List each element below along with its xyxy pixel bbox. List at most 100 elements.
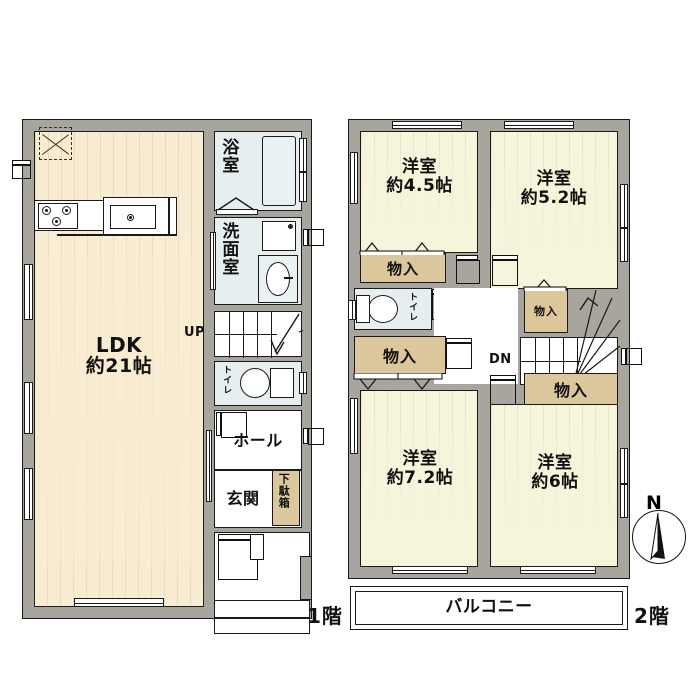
label-closet-lower-right: 物入 [553, 381, 588, 400]
door-5_2-swing [492, 260, 518, 286]
ldk-entry-partition [206, 430, 212, 502]
hallway-2f [434, 288, 518, 384]
washing-machine-knob-icon [288, 224, 293, 229]
swing-arc [456, 260, 480, 284]
swing-arc [492, 260, 518, 286]
swing-arc [446, 343, 472, 369]
ldk-door-nw-swing [12, 165, 31, 179]
stove-burner-3-icon [52, 217, 61, 226]
entrance-door-panel [250, 534, 264, 560]
label-hall-text: ホール [233, 431, 283, 450]
door-5_2-leaf [492, 255, 518, 260]
bathroom-window-east-2 [299, 172, 307, 202]
hall-east-door-swing [308, 428, 324, 445]
window-n-5_2 [504, 121, 574, 129]
compass-north-label: N [646, 492, 662, 514]
kitchen-vent-box-icon [39, 127, 72, 160]
door-7_2-leaf [446, 338, 472, 343]
ldk-door-nw-leaf [12, 160, 31, 165]
stair-east-door-swing [626, 348, 642, 365]
label-line2: 約6帖 [531, 472, 579, 493]
swing-arc [308, 428, 324, 445]
balcony [350, 586, 628, 630]
hall-door-leaf [216, 412, 221, 436]
washroom-door-swing [308, 229, 324, 246]
label-balcony: バルコニー [350, 597, 628, 617]
ldk-window-west-2 [24, 382, 33, 434]
bathroom-door-bar [216, 209, 258, 215]
door-6-leaf [490, 375, 516, 380]
window-e-6-b [620, 484, 628, 518]
door-4_5-swing [456, 260, 480, 284]
door-4_5-leaf [456, 255, 478, 260]
label-western-5_2: 洋室 約5.2帖 [504, 169, 604, 208]
label-line1: 洋室 [402, 157, 437, 177]
stairs-up [214, 311, 303, 358]
stairs-winder-icon [573, 289, 621, 383]
window-toilet-2f [348, 300, 356, 320]
label-western-7_2: 洋室 約7.2帖 [370, 449, 470, 489]
label-ldk-line1: LDK [95, 333, 143, 357]
closet-upper-left-hanger-icon [359, 241, 445, 255]
bathroom-door-fold-icon [217, 197, 255, 211]
kitchen-counter-front [57, 234, 177, 236]
closet-lower-right [524, 373, 618, 405]
balcony-inner-edge [355, 591, 623, 625]
compass: N [632, 492, 688, 568]
floor-2-label: 2階 [634, 604, 670, 628]
swing-arc [308, 229, 324, 246]
door-7_2-swing [446, 343, 472, 369]
label-toilet-2f: トイレ [407, 292, 418, 322]
label-closet-upper-left: 物入 [386, 259, 419, 278]
label-western-6: 洋室 約6帖 [508, 453, 602, 493]
approach-step-2 [214, 618, 310, 634]
window-w-7_2 [350, 398, 358, 454]
ldk-floor-hatch-lower [34, 430, 204, 607]
toilet-tank-1f [270, 368, 294, 398]
window-w-4_5 [350, 152, 358, 204]
closet-upper-left [360, 253, 446, 283]
window-s-7_2 [392, 566, 468, 574]
stairs-up-label: UP [184, 325, 206, 340]
label-line1: 洋室 [402, 449, 438, 469]
stair-landing-line [215, 334, 277, 336]
ldk-hatch-lower-inner [34, 430, 204, 607]
door-6-swing [490, 380, 516, 406]
label-toilet-1f: トイレ [221, 365, 232, 395]
label-closet-mid-left: 物入 [382, 347, 417, 366]
bathroom-window-east [299, 138, 307, 172]
toilet-bowl-1f [240, 368, 270, 398]
entrance-door-swing [218, 540, 258, 580]
compass-needle-icon [650, 512, 665, 561]
window-n-4_5 [392, 121, 462, 129]
window-s-6 [520, 566, 596, 574]
closet-mid-left-hanger-icon [353, 373, 443, 391]
label-line2: 約7.2帖 [386, 468, 454, 489]
label-bathroom: 浴室 [218, 138, 239, 174]
swing-arc [218, 540, 258, 580]
floor-1-label: 1階 [307, 604, 343, 628]
label-entrance-text: 玄関 [226, 489, 260, 508]
toilet-bowl-2f [368, 295, 398, 323]
stove-burner-1-icon [42, 206, 51, 215]
label-ldk: LDK 約21帖 [64, 334, 174, 378]
label-line1: 洋室 [537, 453, 573, 473]
vanity-basin [266, 262, 290, 296]
stove-burner-2-icon [62, 206, 71, 215]
ldk-window-west-3 [24, 468, 33, 520]
closet-small-right [524, 289, 568, 333]
window-e-5_2 [620, 184, 628, 228]
label-shoe-cabinet: 下駄箱 [277, 473, 291, 509]
stairs-down-label: DN [489, 352, 512, 367]
hall-east-door-leaf [303, 428, 308, 444]
label-western-4_5: 洋室 約4.5帖 [372, 157, 467, 196]
closet-small-right-hanger-icon [523, 279, 567, 291]
sink-drain-icon [127, 214, 134, 221]
label-ldk-line2: 約21帖 [85, 355, 153, 378]
closet-mid-left [354, 336, 446, 374]
label-washroom: 洗面室 [218, 222, 239, 276]
swing-arc [221, 412, 247, 438]
kitchen-counter-edge [168, 197, 170, 235]
shoe-cabinet [272, 470, 300, 526]
